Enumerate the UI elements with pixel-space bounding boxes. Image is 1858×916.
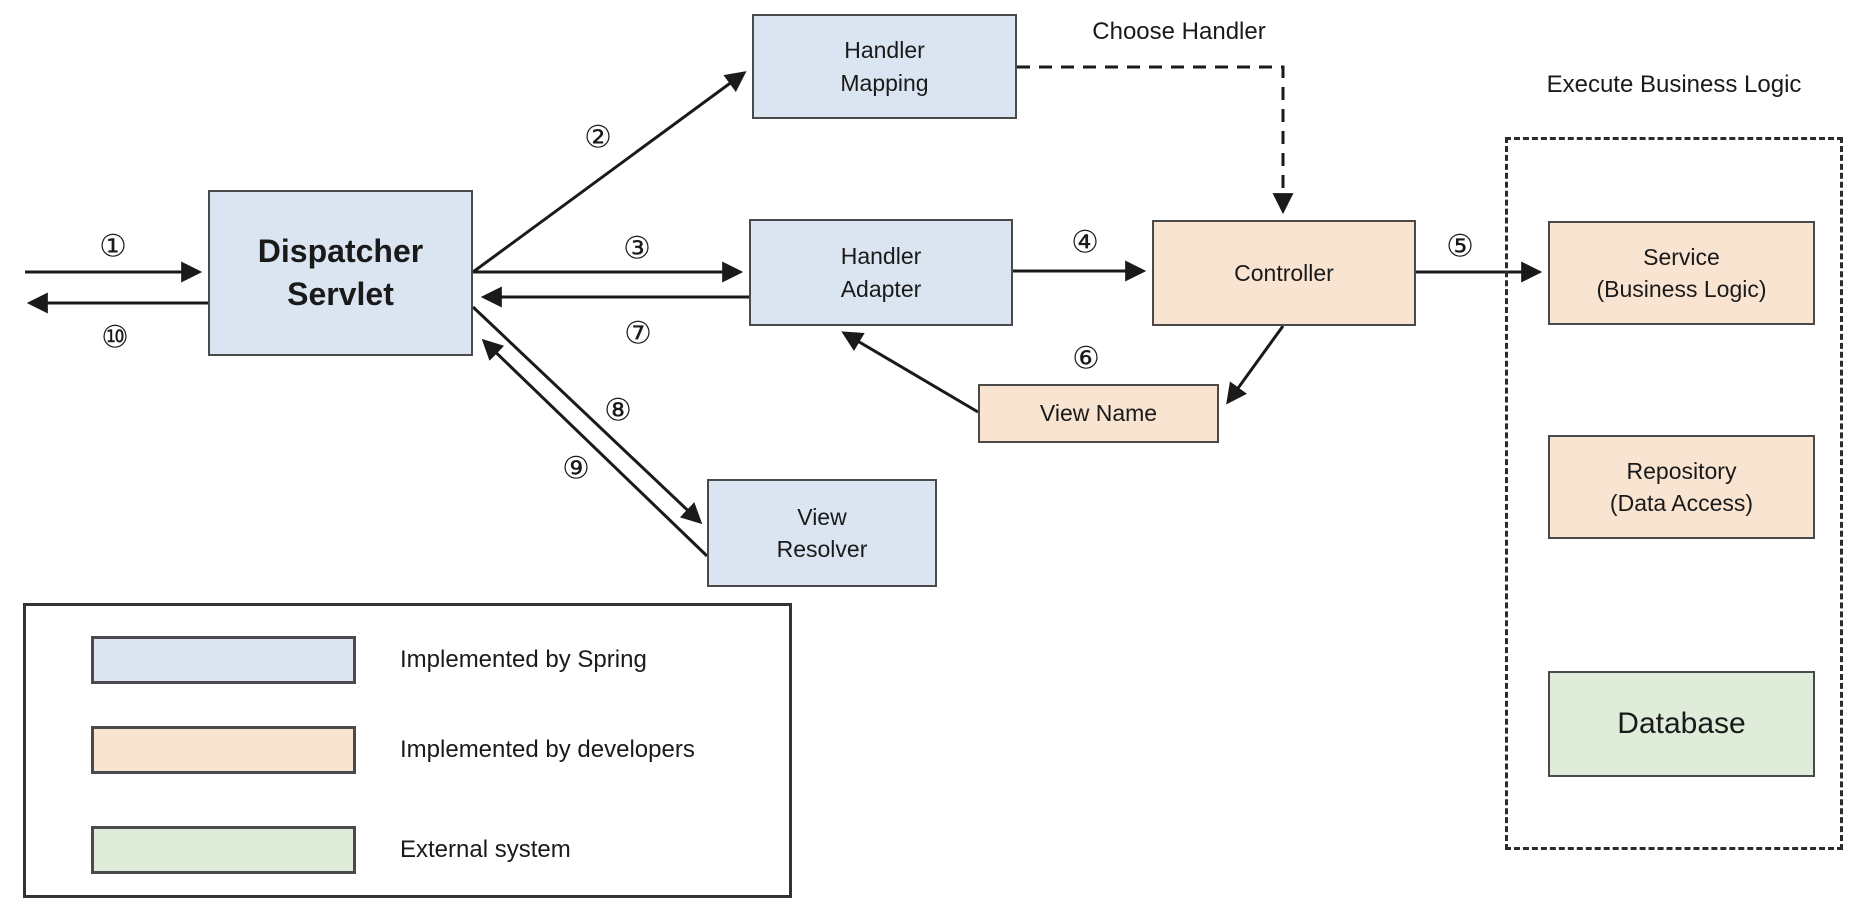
step-5-badge: ⑤ bbox=[1446, 228, 1474, 265]
step-8-badge: ⑧ bbox=[604, 392, 632, 429]
node-database: Database bbox=[1548, 671, 1815, 777]
execute-business-logic-region bbox=[1505, 137, 1843, 850]
legend-label-developers: Implemented by developers bbox=[400, 736, 695, 763]
choose-handler-label: Choose Handler bbox=[1092, 18, 1266, 45]
legend-swatch-spring bbox=[91, 636, 356, 684]
step-9-badge: ⑨ bbox=[562, 450, 590, 487]
node-controller: Controller bbox=[1152, 220, 1416, 326]
execute-business-logic-label: Execute Business Logic bbox=[1546, 71, 1802, 98]
step-1-badge: ① bbox=[99, 228, 127, 265]
step-4-badge: ④ bbox=[1071, 224, 1099, 261]
step-6-badge: ⑥ bbox=[1072, 340, 1100, 377]
legend-label-external: External system bbox=[400, 836, 571, 863]
node-handler-adapter: Handler Adapter bbox=[749, 219, 1013, 326]
step-10-badge: ⑩ bbox=[101, 319, 129, 356]
legend-swatch-external bbox=[91, 826, 356, 874]
node-view-name: View Name bbox=[978, 384, 1219, 443]
legend-swatch-developers bbox=[91, 726, 356, 774]
node-repository: Repository (Data Access) bbox=[1548, 435, 1815, 539]
step-7-badge: ⑦ bbox=[624, 315, 652, 352]
legend-box: Implemented by Spring Implemented by dev… bbox=[23, 603, 792, 898]
node-view-resolver: View Resolver bbox=[707, 479, 937, 587]
node-service: Service (Business Logic) bbox=[1548, 221, 1815, 325]
node-dispatcher-servlet: Dispatcher Servlet bbox=[208, 190, 473, 356]
legend-label-spring: Implemented by Spring bbox=[400, 646, 647, 673]
step-2-badge: ② bbox=[584, 119, 612, 156]
step-3-badge: ③ bbox=[623, 230, 651, 267]
node-handler-mapping: Handler Mapping bbox=[752, 14, 1017, 119]
